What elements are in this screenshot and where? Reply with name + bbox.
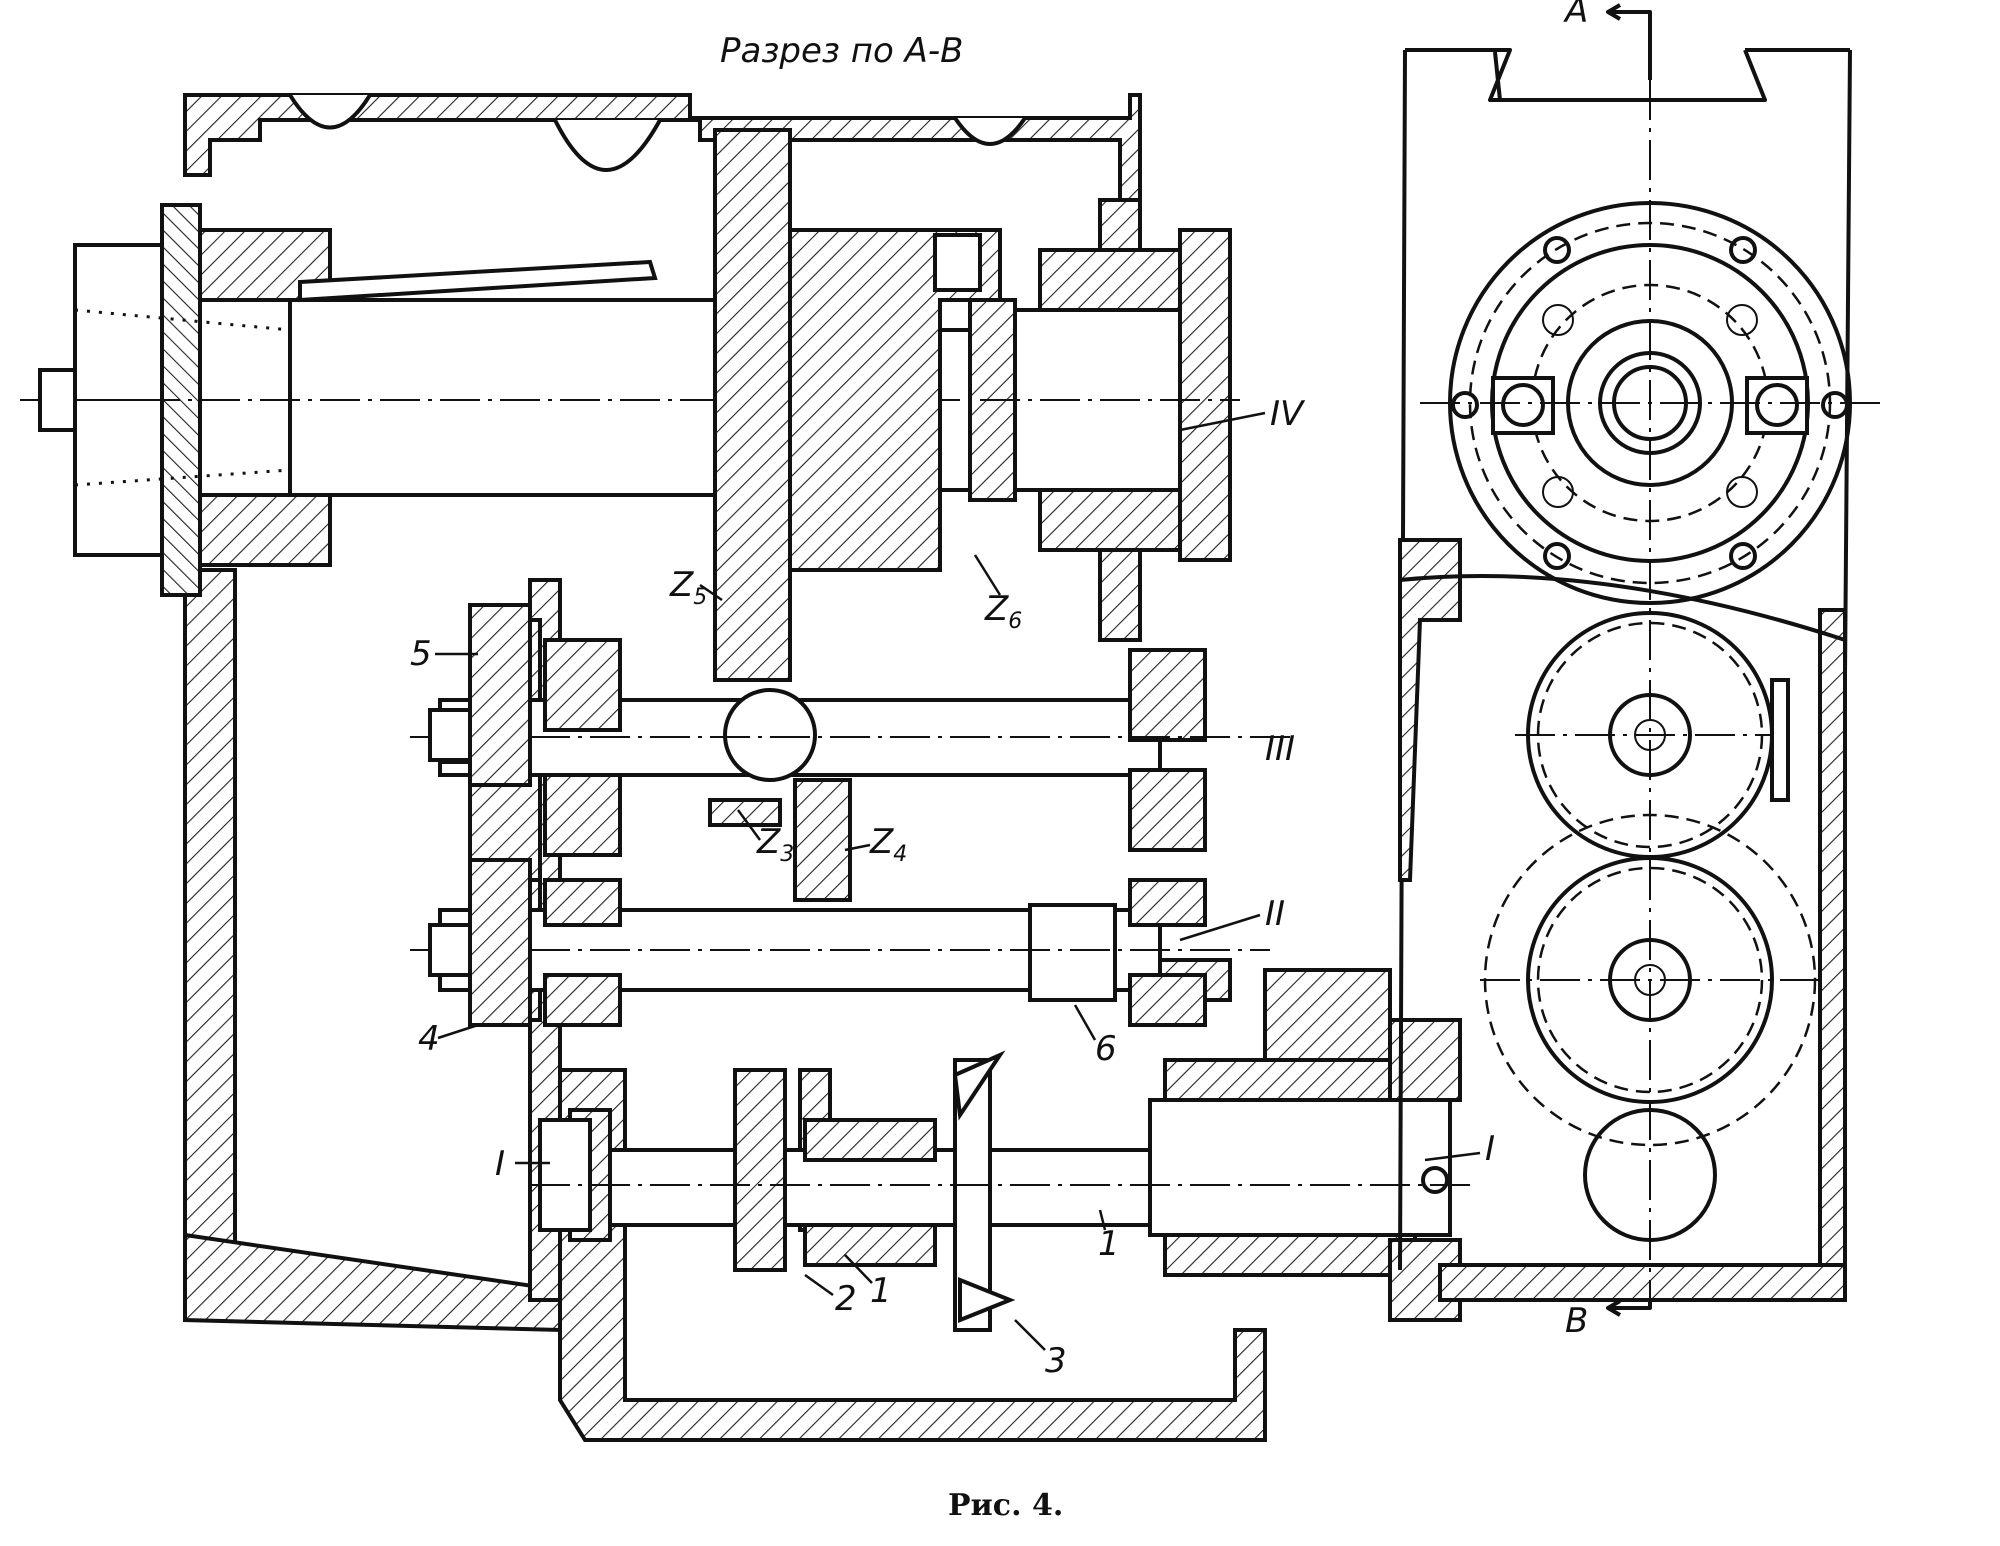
shaft-III [410,618,1290,902]
gear-z6 [788,228,1002,572]
callout-labels: IV III II I I Z5 Z6 Z3 Z4 5 4 6 1 2 1 3 … [410,0,1588,1381]
spindle-IV [20,203,1240,597]
gear-z5 [713,128,792,682]
flange-screws [1451,236,1849,570]
figure-caption: Рис. 4. [948,1488,1063,1523]
label-shaft-II: II [1265,894,1285,934]
label-shaft-I-right: I [1485,1129,1495,1169]
label-part-6: 6 [1095,1029,1117,1069]
label-z5: Z5 [669,565,707,610]
label-shaft-IV: IV [1270,394,1306,434]
label-part-2: 2 [835,1279,857,1319]
label-section-B: B [1565,1301,1588,1341]
section-title: Разрез по А-В [720,31,964,71]
label-shaft-I-left: I [495,1144,505,1184]
end-view [1398,3,1880,1317]
label-part-4: 4 [418,1019,440,1059]
label-shaft-III: III [1265,729,1295,769]
shaft-I [530,968,1470,1332]
label-part-5: 5 [410,634,432,674]
label-part-1-clutch: 1 [870,1271,892,1311]
gear-5 [468,603,532,787]
label-z4: Z4 [869,822,907,867]
label-section-A: A [1563,0,1588,31]
label-part-3: 3 [1045,1341,1067,1381]
gear-4 [468,858,532,1027]
label-z3: Z3 [756,822,794,867]
label-z6: Z6 [984,589,1022,634]
label-part-1-shaft: 1 [1098,1224,1120,1264]
